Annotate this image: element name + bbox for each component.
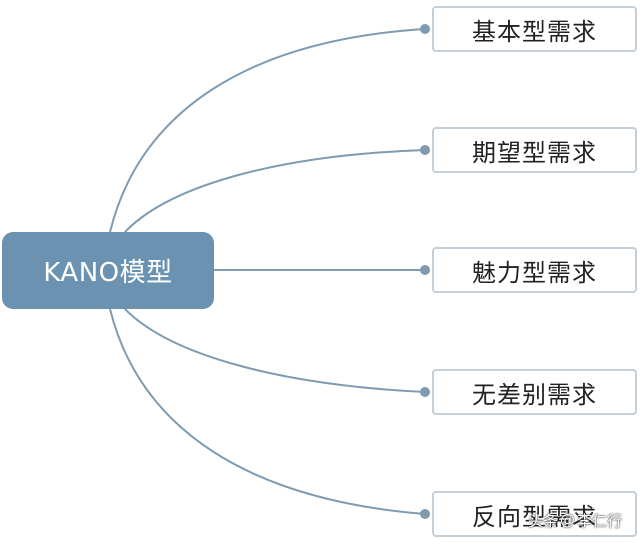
branch-node-attractive: 魅力型需求: [432, 247, 637, 293]
connector-basic: [109, 28, 426, 233]
branch-node-indifferent: 无差别需求: [432, 369, 637, 415]
branch-node-basic: 基本型需求: [432, 6, 637, 52]
branch-label-reverse: 反向型需求: [472, 502, 597, 531]
connector-reverse: [109, 308, 426, 515]
watermark-platform: 头条: [528, 511, 559, 530]
root-node-label: KANO模型: [43, 258, 173, 288]
watermark-author: 李仁行: [577, 511, 623, 530]
connector-indifferent: [124, 308, 426, 393]
branch-label-basic: 基本型需求: [472, 17, 597, 46]
connector-expected: [124, 149, 426, 233]
branch-label-expected: 期望型需求: [472, 138, 597, 167]
watermark-at: @: [560, 511, 576, 529]
branch-label-indifferent: 无差别需求: [472, 380, 597, 409]
connector-dot-basic: [420, 24, 430, 34]
connector-dot-reverse: [420, 509, 430, 519]
branch-node-expected: 期望型需求: [432, 127, 637, 173]
connector-dot-attractive: [420, 265, 430, 275]
connector-dot-indifferent: [420, 387, 430, 397]
root-node-kano: KANO模型: [2, 232, 214, 309]
branch-label-attractive: 魅力型需求: [472, 258, 597, 287]
branch-node-reverse: 反向型需求: [432, 491, 637, 537]
connector-dot-expected: [420, 145, 430, 155]
watermark: 头条 @ 李仁行: [528, 505, 638, 535]
